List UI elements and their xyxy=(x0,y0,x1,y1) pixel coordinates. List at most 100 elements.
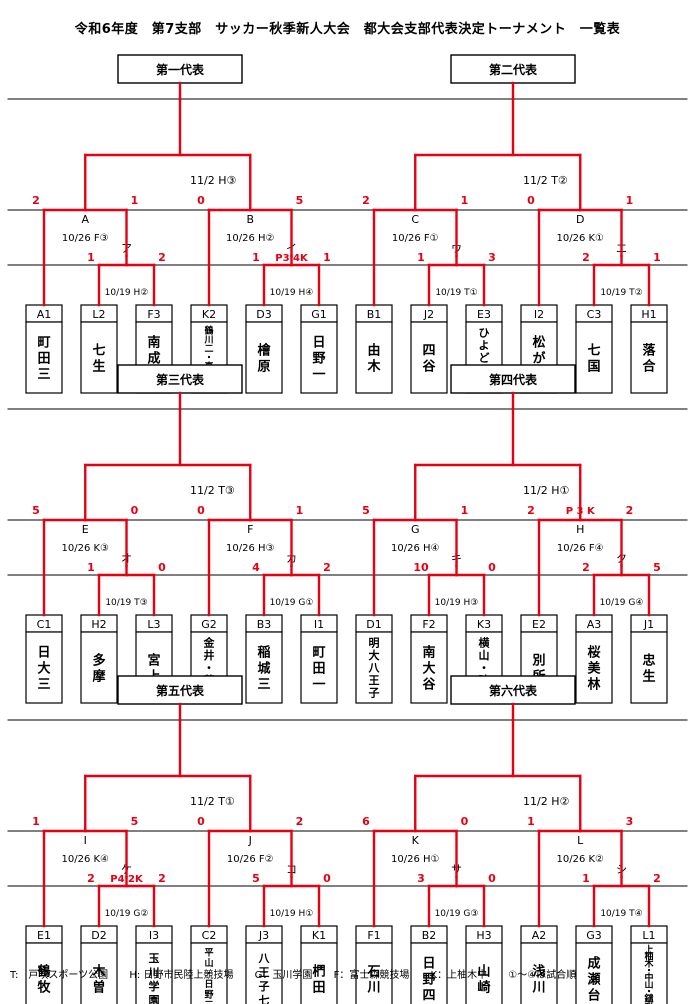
first-score-right: 2 xyxy=(653,872,661,885)
first-match-info: 10/19 G④ xyxy=(600,598,644,608)
semi-score-right: 5 xyxy=(131,815,139,828)
team-name-char: 玉 xyxy=(149,952,160,965)
semi-score-left: 5 xyxy=(362,504,370,517)
first-match-info: 10/19 G① xyxy=(270,598,314,608)
semi-match-info: 10/26 K② xyxy=(556,854,604,865)
team-name-char: 松 xyxy=(532,335,545,351)
team-name-box xyxy=(355,631,393,704)
team-name-char: 宮 xyxy=(147,653,160,669)
team-name-char: 子 xyxy=(259,980,270,993)
rep-box xyxy=(117,54,243,84)
team-name-box xyxy=(575,631,613,704)
team-name-box xyxy=(25,321,63,394)
semi-score-right: 3 xyxy=(626,815,634,828)
team-code: B2 xyxy=(422,929,437,942)
team-code: J3 xyxy=(258,929,269,942)
team-name-char: ど xyxy=(479,352,490,365)
team-name-char: 日 xyxy=(37,646,50,661)
first-score-left: 1 xyxy=(417,251,425,264)
semi-match-info: 10/26 F④ xyxy=(557,543,604,554)
team-name-char: 由 xyxy=(367,343,380,359)
pk-score: P3 4K xyxy=(275,253,309,264)
team-name-char: ・ xyxy=(644,988,653,998)
first-score-left: 2 xyxy=(87,872,95,885)
team-name-char: 南 xyxy=(147,335,160,351)
team-name-char: 四 xyxy=(422,344,435,359)
team-code: C3 xyxy=(587,308,602,321)
semi-match-info: 10/26 H④ xyxy=(391,543,439,554)
team-name-box xyxy=(135,942,173,1004)
team-name-box xyxy=(80,942,118,1004)
semi-score-left: 1 xyxy=(32,815,40,828)
rep-label: 第六代表 xyxy=(489,683,538,698)
team-name-char: 町 xyxy=(312,646,325,661)
team-code: I3 xyxy=(149,929,159,942)
team-name-char: 二 xyxy=(204,344,213,354)
team-name-char: ・ xyxy=(479,662,490,675)
team-name: 成瀬台 xyxy=(587,956,600,1004)
team-name-char: 学 xyxy=(149,979,160,993)
semi-match-id: G xyxy=(411,523,420,536)
team-name-char: 浅 xyxy=(532,964,545,980)
final-match-info: 11/2 T③ xyxy=(190,484,235,497)
team-name-char: 山 xyxy=(204,957,213,969)
team-name-char: が xyxy=(532,351,545,367)
semi-score-right: 1 xyxy=(626,194,634,207)
first-match-info: 10/19 H① xyxy=(270,909,314,919)
team-code: H1 xyxy=(641,308,656,321)
semi-score-right: 0 xyxy=(131,504,139,517)
team-code: F3 xyxy=(147,308,160,321)
team-name-char: 中 xyxy=(644,972,653,984)
first-match-info: 10/19 H④ xyxy=(270,288,314,298)
team-name-char: ひ xyxy=(479,326,490,339)
semi-score-right: 0 xyxy=(461,815,469,828)
team-name: 由木 xyxy=(366,343,381,375)
team-name-char: 鶴 xyxy=(37,964,50,980)
team-name-box xyxy=(245,942,283,1004)
first-score-left: 4 xyxy=(252,561,260,574)
team-code: I1 xyxy=(314,618,324,631)
first-match-info: 10/19 T④ xyxy=(600,909,642,919)
first-score-left: 2 xyxy=(582,561,590,574)
team-name: 七生 xyxy=(92,344,105,375)
semi-score-left: 0 xyxy=(197,504,205,517)
team-code: H2 xyxy=(91,618,106,631)
semi-match-id: I xyxy=(84,834,87,847)
team-name: 玉川学園 xyxy=(148,952,160,1004)
team-name-char: 成 xyxy=(147,351,160,367)
team-name: 町田三 xyxy=(37,336,50,383)
team-code: E1 xyxy=(37,929,51,942)
team-name-char: 谷 xyxy=(422,677,436,693)
team-name-char: 瀬 xyxy=(587,972,600,988)
team-name-char: 一 xyxy=(312,678,325,693)
first-score-left: 1 xyxy=(582,872,590,885)
team-name: 南大谷 xyxy=(422,645,436,693)
semi-match-info: 10/26 H① xyxy=(391,854,439,865)
team-name-char: 日 xyxy=(422,957,435,972)
team-name: 檜原 xyxy=(257,343,271,375)
team-name-char: 柚 xyxy=(644,951,653,963)
team-name-char: 美 xyxy=(587,661,601,677)
team-name-char: 田 xyxy=(37,352,50,367)
team-name: 椚田 xyxy=(312,964,325,996)
team-name-char: ・ xyxy=(204,353,213,363)
first-score-left: 1 xyxy=(252,251,260,264)
team-name-char: 園 xyxy=(149,994,160,1004)
team-name-char: 崎 xyxy=(477,980,490,996)
team-name-box xyxy=(410,321,448,394)
team-name-char: 上 xyxy=(644,944,653,956)
team-name-char: 成 xyxy=(587,956,600,972)
first-match-info: 10/19 G② xyxy=(105,909,149,919)
first-score-right: 3 xyxy=(488,251,496,264)
team-name-char: 井 xyxy=(204,648,215,662)
first-score-right: 2 xyxy=(158,872,166,885)
team-name-char: 木 xyxy=(366,359,381,375)
rep-label: 第四代表 xyxy=(489,372,538,387)
team-name: 桜美林 xyxy=(587,645,601,693)
first-score-right: 1 xyxy=(653,251,661,264)
team-name-char: 谷 xyxy=(422,359,436,375)
team-code: L2 xyxy=(92,308,105,321)
team-name-char: 山 xyxy=(644,979,653,991)
semi-score-left: 2 xyxy=(362,194,370,207)
legend-item-h: H: 日野市民陸上競技場 xyxy=(129,970,234,981)
